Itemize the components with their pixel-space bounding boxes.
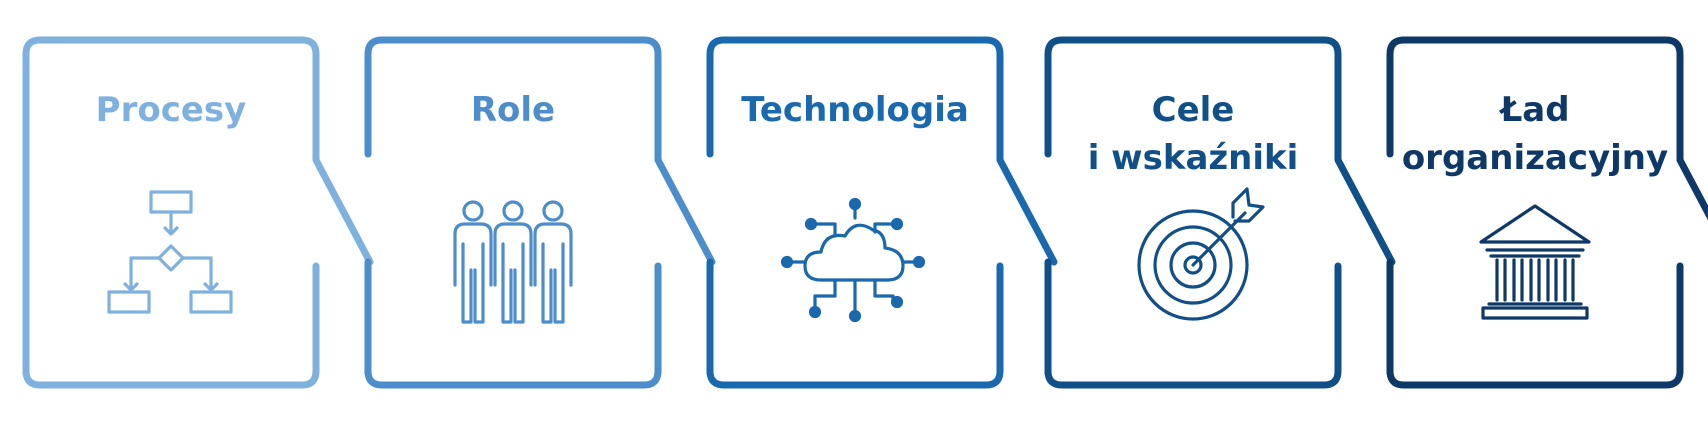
panel-title-role: Role	[470, 90, 556, 130]
panel-title-cele-i-wskazniki: Cele i wskaźniki	[1087, 90, 1299, 178]
panel-1	[22, 36, 374, 389]
panel-3	[706, 36, 1058, 389]
panel-title-lad-organizacyjny: Ład organizacyjny	[1401, 90, 1669, 178]
flowchart-icon	[107, 190, 233, 314]
panel-title-procesy: Procesy	[95, 90, 247, 130]
target-arrow-icon	[1137, 187, 1265, 321]
cloud-network-icon	[780, 197, 926, 323]
people-group-icon	[453, 200, 573, 324]
institution-building-icon	[1479, 204, 1591, 320]
panel-2	[364, 36, 716, 389]
panel-4	[1044, 36, 1396, 389]
panel-5	[1386, 36, 1708, 389]
panel-title-technologia: Technologia	[741, 90, 969, 130]
